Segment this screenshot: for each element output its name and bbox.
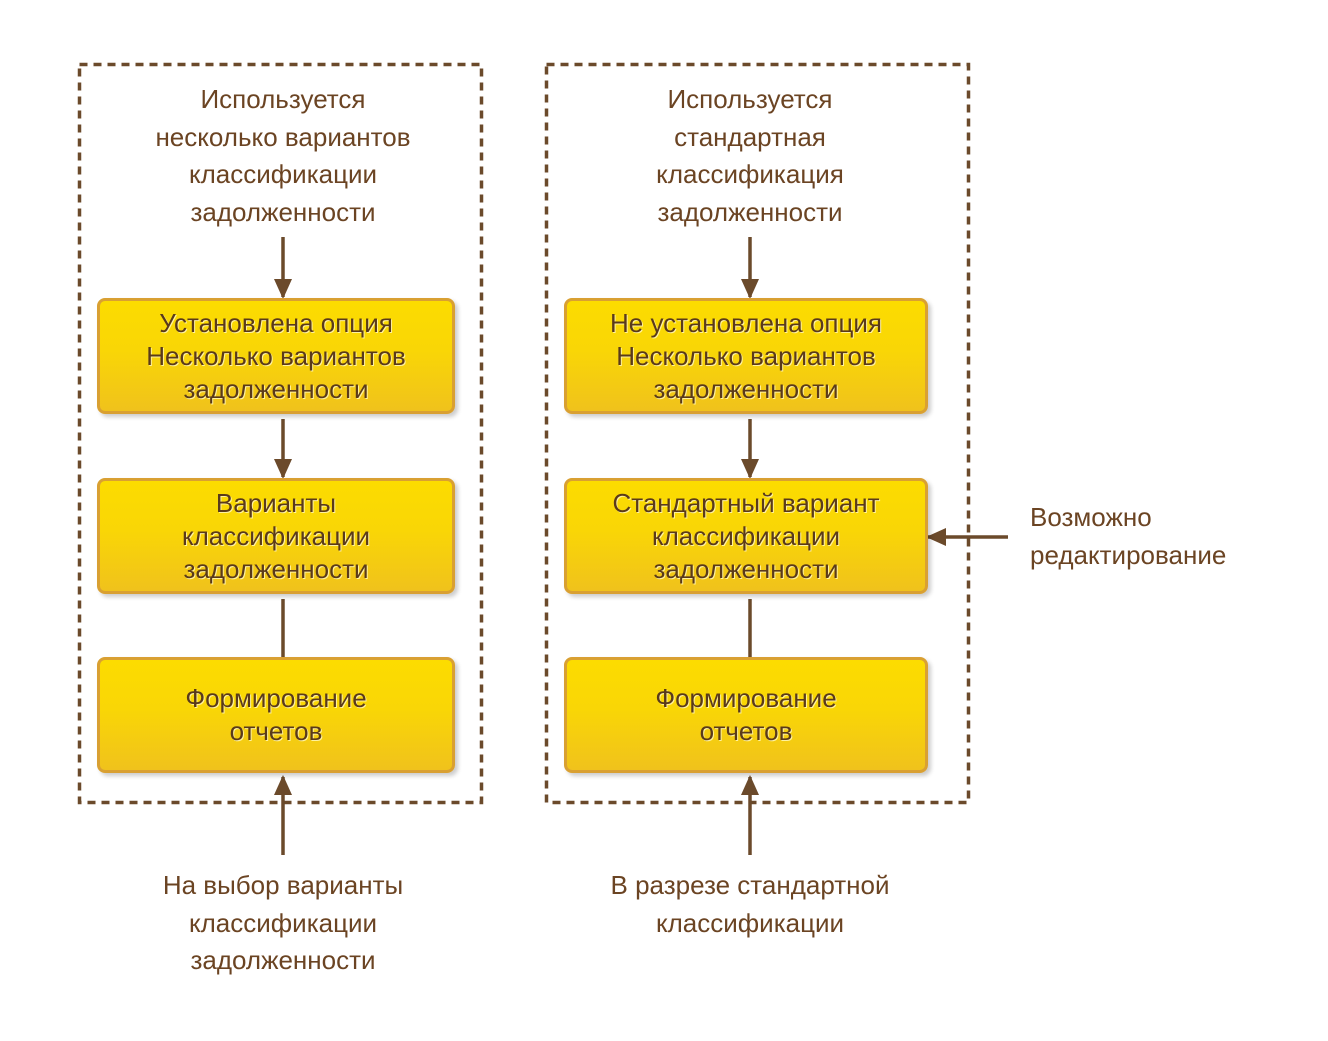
side-note: Возможно редактирование xyxy=(1030,499,1226,574)
text-line: классификация xyxy=(656,159,844,189)
text-line: классификации xyxy=(188,907,378,938)
box-line: задолженности xyxy=(653,373,839,404)
right-box-reports: Формирование отчетов xyxy=(564,657,928,773)
box-line: задолженности xyxy=(183,553,369,584)
box-line: Установлена опция xyxy=(159,307,393,338)
text-line: Возможно xyxy=(1030,502,1152,532)
right-box-standard-variant: Стандартный вариант классификации задолж… xyxy=(564,478,928,594)
text-line: На выбор варианты xyxy=(162,870,404,900)
box-line: Несколько вариантов xyxy=(146,340,406,371)
right-box-option-not-set: Не установлена опция Несколько вариантов… xyxy=(564,298,928,414)
text-line: В разрезе стандартной xyxy=(610,870,890,900)
box-line: классификации xyxy=(651,520,841,551)
text-line: несколько вариантов xyxy=(155,121,411,152)
text-line: редактирование xyxy=(1030,539,1227,570)
box-line: Стандартный вариант xyxy=(612,487,880,518)
text-line: классификации xyxy=(188,159,378,189)
right-bottom-text: В разрезе стандартной классификации xyxy=(550,867,950,942)
box-line: Формирование xyxy=(655,683,837,713)
box-line: задолженности xyxy=(653,553,839,584)
text-line: Используется xyxy=(200,84,366,114)
left-group-border xyxy=(77,62,484,805)
left-top-text: Используется несколько вариантов классиф… xyxy=(83,81,483,231)
box-line: отчетов xyxy=(229,716,323,746)
right-group-border xyxy=(544,62,971,805)
box-line: задолженности xyxy=(183,373,369,404)
text-line: Используется xyxy=(667,84,833,114)
text-line: задолженности xyxy=(190,196,376,227)
box-line: Формирование xyxy=(185,683,367,713)
left-box-reports: Формирование отчетов xyxy=(97,657,455,773)
box-line: классификации xyxy=(181,520,371,551)
box-line: Варианты xyxy=(215,487,337,518)
text-line: задолженности xyxy=(190,945,376,975)
left-box-option-set: Установлена опция Несколько вариантов за… xyxy=(97,298,455,414)
box-line: Не установлена опция xyxy=(610,307,882,338)
left-box-variants: Варианты классификации задолженности xyxy=(97,478,455,594)
left-bottom-text: На выбор варианты классификации задолжен… xyxy=(83,867,483,980)
box-line: отчетов xyxy=(699,716,793,746)
text-line: классификации xyxy=(655,907,845,938)
text-line: задолженности xyxy=(657,196,843,227)
right-top-text: Используется стандартная классификация з… xyxy=(550,81,950,231)
text-line: стандартная xyxy=(674,121,826,152)
box-line: Несколько вариантов xyxy=(616,340,876,371)
